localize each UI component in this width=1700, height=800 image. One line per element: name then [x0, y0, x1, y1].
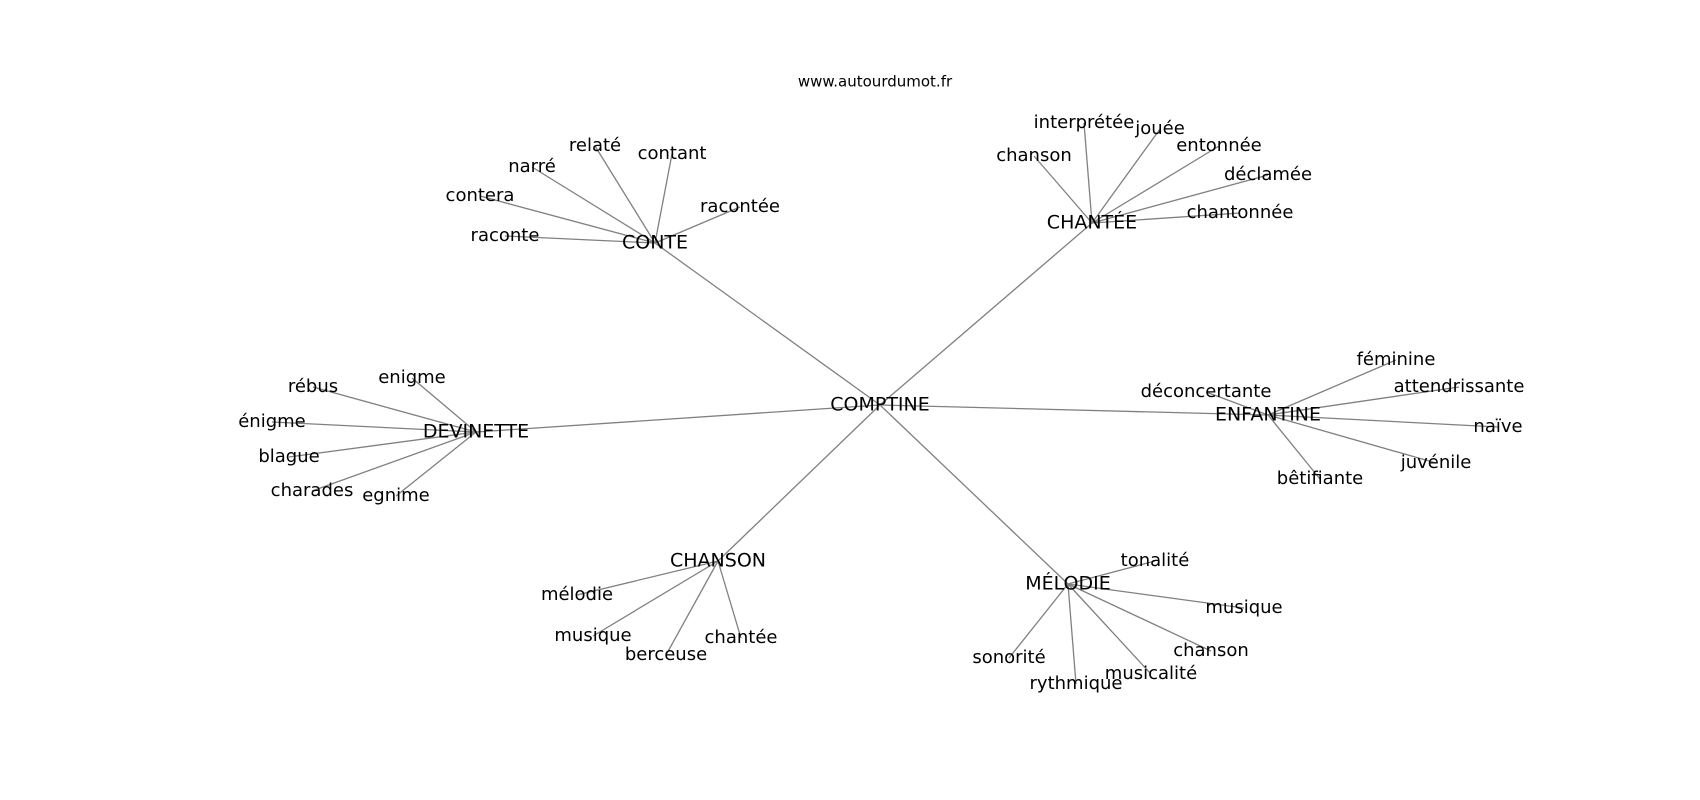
edge-center-conte	[654, 242, 881, 406]
edge-conte-1	[479, 195, 656, 244]
leaf-word: tonalité	[1121, 550, 1190, 571]
leaf-word: rébus	[288, 376, 338, 397]
graph-edges	[271, 122, 1499, 685]
leaf-word: mélodie	[541, 584, 613, 605]
leaf-word: entonnée	[1176, 135, 1262, 156]
hub-word-devinette: DEVINETTE	[423, 421, 529, 443]
edge-devinette-0	[312, 386, 477, 433]
center-word: COMPTINE	[830, 394, 930, 416]
leaf-word: chantée	[705, 627, 778, 648]
hub-word-melodie: MÉLODIE	[1025, 572, 1111, 595]
leaf-word: sonorité	[972, 647, 1045, 668]
edge-devinette-1	[411, 377, 477, 433]
edge-devinette-2	[271, 421, 477, 433]
edge-melodie-0	[1067, 560, 1156, 585]
hub-word-enfantine: ENFANTINE	[1215, 404, 1321, 426]
edge-center-devinette	[475, 404, 881, 433]
source-url: www.autourdumot.fr	[798, 73, 953, 91]
edge-devinette-4	[311, 431, 477, 492]
hub-word-conte: CONTE	[622, 232, 688, 254]
edge-devinette-5	[395, 431, 477, 497]
edge-enfantine-0	[1267, 359, 1397, 416]
leaf-word: enigme	[378, 367, 446, 388]
edge-melodie-2	[1067, 583, 1212, 652]
leaf-word: déconcertante	[1141, 381, 1272, 402]
leaf-word: jouée	[1134, 118, 1185, 139]
leaf-word: attendrissante	[1394, 376, 1525, 397]
hub-word-chantee: CHANTÉE	[1047, 211, 1137, 234]
edge-melodie-4	[1067, 583, 1077, 685]
edge-chantee-3	[1091, 145, 1220, 224]
edge-chanson-3	[717, 560, 742, 639]
leaf-word: egnime	[362, 485, 430, 506]
edge-center-enfantine	[879, 404, 1269, 416]
edge-chantee-0	[1033, 155, 1093, 224]
leaf-word: naïve	[1473, 416, 1522, 437]
edge-center-chanson	[717, 404, 881, 562]
graph-labels: www.autourdumot.fr COMPTINE CONTE raconte…	[238, 73, 1524, 695]
leaf-word: interprétée	[1034, 112, 1135, 133]
leaf-word: contant	[638, 143, 707, 164]
leaf-word: racontée	[700, 196, 780, 217]
edge-center-melodie	[879, 404, 1069, 585]
edge-conte-4	[654, 153, 673, 244]
edge-conte-2	[531, 166, 656, 244]
leaf-word: blague	[258, 446, 319, 467]
edge-chanson-0	[576, 560, 719, 596]
leaf-word: bêtifiante	[1277, 468, 1363, 489]
leaf-word: chantonnée	[1187, 202, 1294, 223]
leaf-word: relaté	[569, 135, 621, 156]
edge-chantee-2	[1091, 128, 1161, 224]
leaf-word: charades	[271, 480, 354, 501]
hub-word-chanson: CHANSON	[670, 550, 766, 572]
edge-enfantine-4	[1267, 414, 1437, 464]
edge-enfantine-2	[1267, 386, 1460, 416]
edge-center-chantee	[879, 222, 1093, 406]
edge-melodie-5	[1067, 583, 1152, 675]
leaf-word: chanson	[996, 145, 1072, 166]
leaf-word: contera	[446, 185, 515, 206]
leaf-word: féminine	[1357, 349, 1436, 370]
leaf-word: berceuse	[625, 644, 707, 665]
leaf-word: narré	[508, 156, 556, 177]
edge-chantee-4	[1091, 174, 1269, 224]
leaf-word: musique	[554, 625, 631, 646]
edge-chanson-2	[665, 560, 719, 656]
edge-chanson-1	[592, 560, 719, 637]
edge-melodie-1	[1067, 583, 1245, 609]
edge-enfantine-1	[1205, 391, 1269, 416]
edge-enfantine-5	[1267, 414, 1321, 480]
leaf-word: juvénile	[1400, 452, 1472, 473]
edge-conte-3	[594, 145, 656, 244]
leaf-word: déclamée	[1224, 164, 1312, 185]
edge-chantee-1	[1083, 122, 1093, 224]
edge-melodie-3	[1008, 583, 1069, 659]
leaf-word: rythmique	[1030, 673, 1123, 694]
edge-devinette-3	[288, 431, 477, 458]
leaf-word: raconte	[471, 225, 540, 246]
leaf-word: musique	[1205, 597, 1282, 618]
edge-conte-0	[504, 235, 656, 244]
edge-enfantine-3	[1267, 414, 1499, 428]
leaf-word: énigme	[238, 411, 306, 432]
leaf-word: musicalité	[1105, 663, 1197, 684]
leaf-word: chanson	[1173, 640, 1249, 661]
edge-conte-5	[654, 206, 741, 244]
edge-chantee-5	[1091, 212, 1241, 224]
